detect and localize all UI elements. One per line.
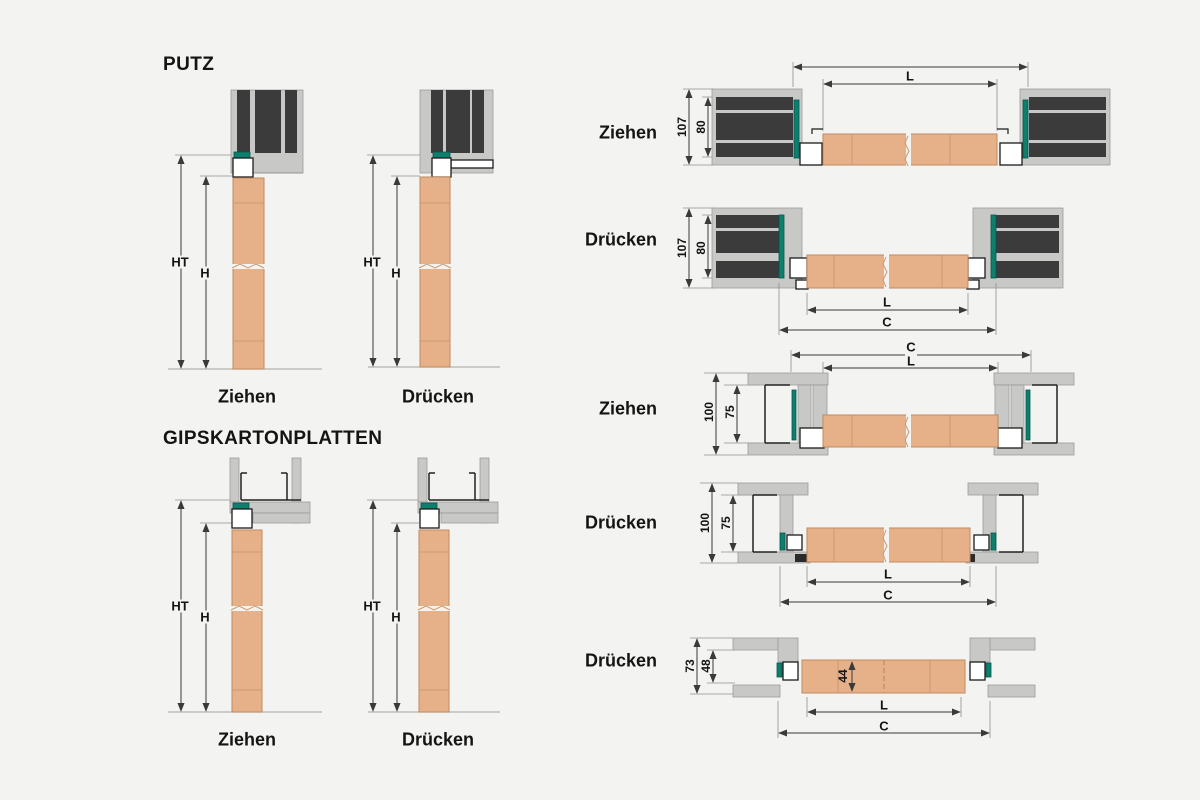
frame-profile: [782, 661, 799, 681]
gips-ziehen-section: [168, 457, 322, 713]
seal-strip: [778, 214, 785, 279]
dim-label-73: 73: [683, 659, 697, 673]
seal-strip: [791, 389, 797, 441]
frame-profile: [973, 534, 990, 551]
frame-profile: [789, 257, 808, 279]
frame-profile: [999, 142, 1023, 166]
dim-label-h: H: [198, 609, 212, 625]
horizontal-section-4-druecken: [700, 482, 1039, 607]
horizontal-section-2-druecken: [683, 207, 1064, 335]
dim-label-l: L: [904, 68, 916, 84]
seal-strip: [990, 214, 997, 279]
diagram-label-d5: Drücken: [584, 650, 657, 671]
gips-druecken-section: [367, 457, 500, 713]
dim-label-ht: HT: [169, 254, 191, 270]
section-heading-gips: GIPSKARTONPLATTEN: [163, 428, 383, 449]
dim-label-75: 75: [723, 405, 737, 419]
frame-profile: [786, 534, 803, 551]
dim-label-h: H: [389, 609, 403, 625]
frame-profile: [231, 508, 253, 529]
diagram-label-putz-druecken: Drücken: [401, 386, 475, 407]
dim-label-c: C: [877, 718, 891, 734]
diagram-label-d3: Ziehen: [598, 398, 657, 419]
diagram-label-putz-ziehen: Ziehen: [217, 386, 277, 407]
dim-label-h: H: [198, 265, 212, 281]
door-leaf: [419, 176, 451, 368]
section-heading-putz: PUTZ: [163, 54, 215, 75]
horizontal-section-1-ziehen: [683, 62, 1111, 167]
dim-label-80: 80: [694, 120, 708, 134]
dim-label-l: L: [881, 294, 893, 310]
putz-ziehen-section: [168, 89, 322, 370]
dim-label-107: 107: [675, 237, 689, 259]
horizontal-section-3-ziehen: [704, 350, 1075, 456]
dim-label-48: 48: [699, 659, 713, 673]
dim-label-44: 44: [836, 669, 850, 683]
dim-label-75: 75: [719, 516, 733, 530]
seal-strip: [420, 502, 438, 510]
diagram-label-gips-ziehen: Ziehen: [217, 729, 277, 750]
frame-profile: [799, 142, 823, 166]
dim-label-l: L: [905, 353, 917, 369]
dim-label-c: C: [880, 314, 894, 330]
door-leaf: [231, 529, 263, 713]
dim-label-h: H: [389, 265, 403, 281]
dim-label-ht: HT: [361, 254, 383, 270]
door-leaf: [232, 177, 265, 370]
dim-label-l: L: [878, 697, 890, 713]
putz-druecken-section: [367, 89, 500, 368]
dim-label-l: L: [882, 566, 894, 582]
dim-label-ht: HT: [361, 598, 383, 614]
diagram-label-d2: Drücken: [584, 229, 657, 250]
seal-strip: [779, 532, 786, 551]
dim-label-100: 100: [702, 401, 716, 423]
seal-strip: [990, 532, 997, 551]
horizontal-section-5-druecken: [690, 637, 1036, 738]
seal-strip: [985, 662, 992, 678]
seal-strip: [793, 99, 800, 159]
seal-strip: [1022, 99, 1029, 159]
frame-profile: [967, 257, 986, 279]
seal-strip: [233, 151, 251, 159]
seal-strip: [232, 502, 250, 510]
dim-label-c: C: [881, 587, 895, 603]
seal-strip: [1025, 389, 1031, 441]
frame-profile: [419, 508, 440, 529]
frame-profile: [997, 427, 1023, 449]
dim-label-c: C: [904, 339, 918, 355]
dim-label-107: 107: [675, 116, 689, 138]
dim-label-ht: HT: [169, 598, 191, 614]
diagram-label-d1: Ziehen: [598, 122, 657, 143]
seal-strip: [776, 662, 783, 678]
seal-strip: [432, 151, 451, 159]
frame-profile: [232, 157, 254, 178]
dim-label-80: 80: [694, 241, 708, 255]
diagram-label-gips-druecken: Drücken: [401, 729, 475, 750]
frame-profile: [799, 427, 825, 449]
door-leaf: [418, 529, 450, 713]
diagram-label-d4: Drücken: [584, 512, 657, 533]
frame-profile: [969, 661, 986, 681]
frame-profile: [431, 157, 452, 178]
dim-label-100: 100: [698, 512, 712, 534]
